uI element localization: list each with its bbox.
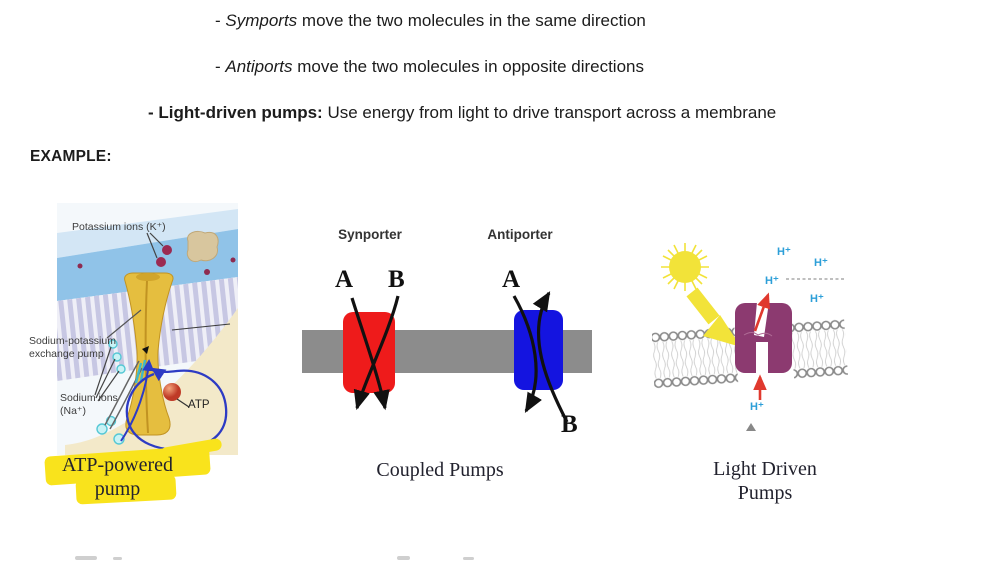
antiporter-label: Antiporter <box>487 227 553 242</box>
sodium-ions-label-line2: (Na⁺) <box>60 404 86 417</box>
proton-label: H⁺ <box>765 275 779 287</box>
membrane-protein-blob <box>186 230 219 263</box>
synporter-arrow-a <box>350 297 390 411</box>
sodium-ion-dot <box>113 433 125 445</box>
coupled-pumps-diagram <box>302 291 592 423</box>
atp-pump-illustration <box>57 203 238 455</box>
bullet-prefix: - <box>215 57 226 76</box>
sodium-ions-label-line1: Sodium ions <box>60 392 118 404</box>
symports-highlighted-term: Symports <box>225 11 298 30</box>
exchange-pump-label: Sodium-potassium exchange pump <box>29 335 139 360</box>
small-gray-triangle <box>746 423 756 431</box>
transport-arrows <box>350 291 569 423</box>
atp-pump-caption-line2: pump <box>94 478 141 500</box>
coupled-pumps-figure: Synporter Antiporter A B A B <box>295 218 605 448</box>
coupled-pumps-caption: Coupled Pumps <box>376 459 504 481</box>
potassium-ion-dot <box>230 257 236 263</box>
sodium-ion-dot <box>96 423 108 435</box>
exchange-pump-label-line1: Sodium-potassium <box>29 335 116 347</box>
sodium-pointer-lines <box>94 346 120 402</box>
pump-center-groove <box>144 280 149 434</box>
pump-top-opening <box>136 273 160 281</box>
bottom-edge-mark <box>75 556 97 560</box>
antiporter-arrow-b <box>532 291 569 423</box>
light-pumps-caption-line2: Pumps <box>737 482 793 504</box>
bilayer-right-section <box>790 319 848 379</box>
molecule-b-label: B <box>561 411 578 438</box>
bullet-antiports: - Antiports move the two molecules in op… <box>215 57 644 77</box>
synporter-arrow-b <box>353 295 400 411</box>
proton-label: H⁺ <box>750 401 764 413</box>
proton-exit-arrow <box>753 292 770 332</box>
bullet-text: move the two molecules in opposite direc… <box>292 57 644 76</box>
atp-label: ATP <box>188 399 210 411</box>
cytoplasm-region <box>65 308 238 455</box>
sodium-ions-label: Sodium ions (Na⁺) <box>60 392 140 417</box>
light-pumps-caption-line1: Light Driven <box>713 458 817 480</box>
sun-disc <box>669 251 701 283</box>
sun-icon <box>661 243 709 291</box>
potassium-ion-dot <box>156 257 166 267</box>
bullet-text: Use energy from light to drive transport… <box>322 103 777 122</box>
atp-pointer-line <box>176 398 190 408</box>
protein-watermark-squiggle <box>743 332 773 337</box>
atp-molecule-sphere <box>163 383 181 401</box>
example-heading: EXAMPLE: <box>30 148 112 165</box>
light-beam-arrow <box>686 287 741 347</box>
light-beam-shaft <box>686 287 720 325</box>
small-black-arrowhead <box>142 346 149 354</box>
bilayer-left-section <box>650 326 739 389</box>
bottom-edge-mark <box>113 557 122 560</box>
antiports-highlighted-term: Antiports <box>225 57 293 76</box>
proton-label: H⁺ <box>777 246 791 258</box>
bottom-edge-mark <box>463 557 474 560</box>
ink-arrow-annotation <box>120 359 155 442</box>
bottom-edge-mark <box>397 556 410 560</box>
molecule-b-label: B <box>388 266 405 293</box>
bullet-light-driven-pumps: - Light-driven pumps: Use energy from li… <box>148 103 776 123</box>
proton-label: H⁺ <box>814 257 828 269</box>
antiporter-arrow-a <box>512 295 542 413</box>
light-beam-arrowhead <box>703 315 741 347</box>
light-pumps-diagram <box>650 243 848 431</box>
molecule-a-label: A <box>335 266 354 293</box>
bullet-text: move the two molecules in the same direc… <box>297 11 646 30</box>
lipid-bilayer <box>650 319 848 389</box>
potassium-ion-dot <box>204 269 210 275</box>
light-pumps-figure: H⁺ H⁺ H⁺ H⁺ H⁺ <box>650 238 862 443</box>
protein-top-channel <box>754 302 769 337</box>
protein-bottom-channel <box>756 342 768 374</box>
exchange-pump-label-line2: exchange pump <box>29 347 104 360</box>
atp-pump-caption: ATP-powered pump <box>40 453 195 501</box>
potassium-pointer-lines <box>146 232 164 259</box>
sodium-ion-dot <box>108 339 118 349</box>
light-pumps-caption: Light Driven Pumps <box>690 457 840 505</box>
potassium-ion-dot <box>77 263 83 269</box>
potassium-ion-dots <box>77 245 236 275</box>
bullet-symports: - Symports move the two molecules in the… <box>215 11 646 31</box>
bullet-prefix: - <box>215 11 226 30</box>
light-driven-highlighted-term: - Light-driven pumps: <box>148 103 323 122</box>
potassium-ion-dot <box>162 245 172 255</box>
synporter-label: Synporter <box>338 227 402 242</box>
potassium-ions-label: Potassium ions (K⁺) <box>72 221 166 233</box>
atp-pump-caption-line1: ATP-powered <box>61 454 174 476</box>
molecule-a-label: A <box>502 266 521 293</box>
pump-pointer-line <box>106 309 142 339</box>
proton-label: H⁺ <box>810 293 824 305</box>
membrane-pointer-line <box>171 323 231 331</box>
light-driven-pump-protein <box>735 303 792 373</box>
atp-pump-figure: Potassium ions (K⁺) Sodium-potassium exc… <box>29 203 238 455</box>
